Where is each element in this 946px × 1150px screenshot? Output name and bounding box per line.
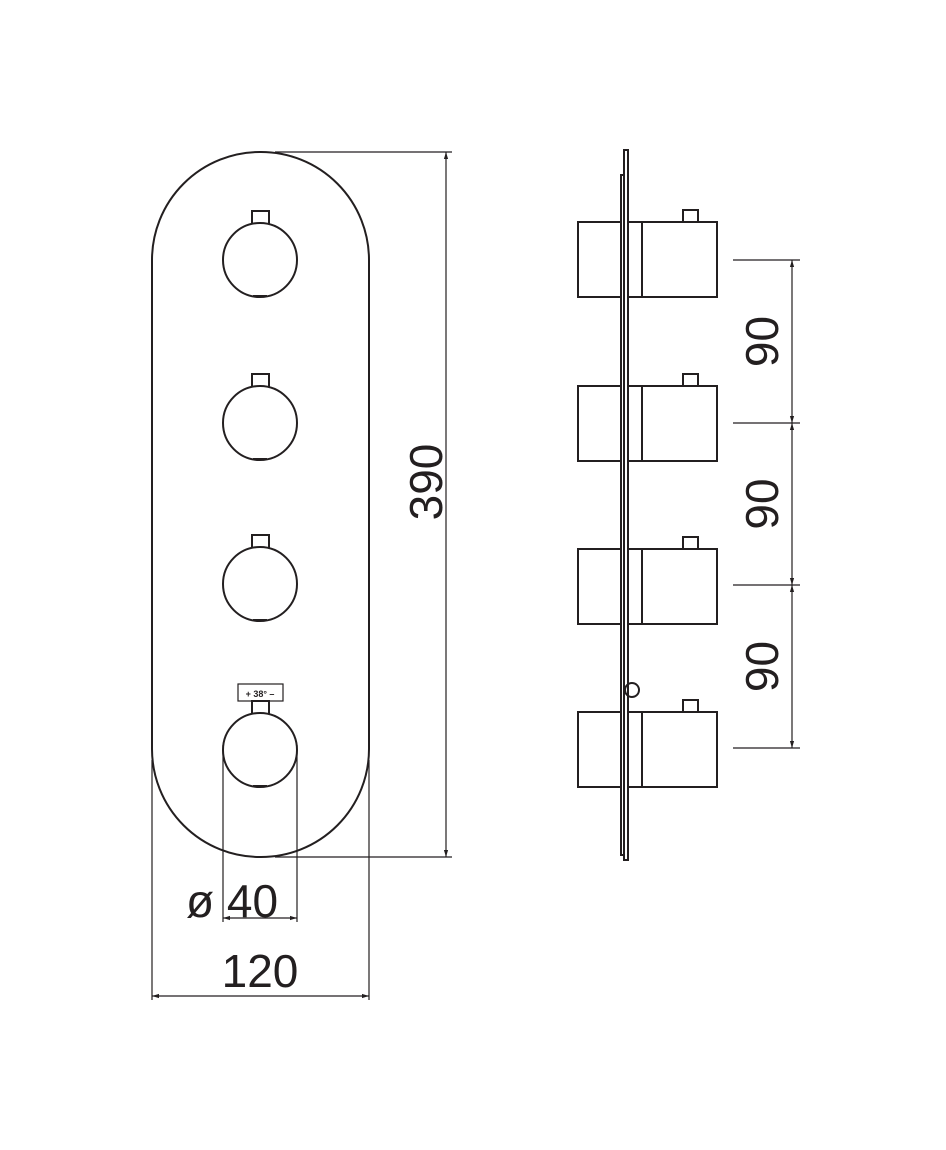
height-dimension: 390 (275, 151, 452, 858)
spacing-label: 90 (736, 316, 788, 367)
knob-handle (641, 385, 718, 462)
knob-handle (641, 548, 718, 625)
knob-diameter-label: ø 40 (186, 875, 278, 927)
knob-indicator-tab (682, 373, 699, 387)
valve-body (577, 385, 643, 462)
thermostat-scale-icon: + 38° – (237, 683, 284, 702)
knob-handle (641, 711, 718, 788)
control-knob (222, 534, 298, 622)
knob-handle (641, 221, 718, 298)
height-label: 390 (400, 444, 452, 521)
width-dimension: 120 (151, 760, 370, 1000)
knob-circle (222, 546, 298, 622)
thermostat-scale-label: + 38° – (246, 689, 275, 699)
cover-plate (151, 151, 370, 858)
knob-indicator-tab (682, 699, 699, 713)
control-knob (222, 700, 298, 788)
side-knob (577, 373, 718, 462)
knob-indicator-tab (682, 536, 699, 550)
knob-indicator-tab (682, 209, 699, 223)
knob-circle (222, 385, 298, 461)
spacing-label: 90 (736, 641, 788, 692)
width-label: 120 (222, 945, 299, 997)
plate-side (623, 149, 629, 861)
valve-body (577, 548, 643, 625)
side-knob (577, 536, 718, 625)
plate-pin (624, 682, 640, 698)
control-knob (222, 210, 298, 298)
knob-circle (222, 712, 298, 788)
side-knob (577, 209, 718, 298)
valve-body (577, 711, 643, 788)
knob-diameter-dimension: ø 40 (186, 745, 298, 927)
spacing-label: 90 (736, 478, 788, 529)
front-view: + 38° – (151, 151, 370, 858)
control-knob (222, 373, 298, 461)
side-view (577, 149, 718, 861)
knob-circle (222, 222, 298, 298)
spacing-dimensions: 90 90 90 (733, 259, 800, 749)
side-knob (577, 699, 718, 788)
valve-body (577, 221, 643, 298)
